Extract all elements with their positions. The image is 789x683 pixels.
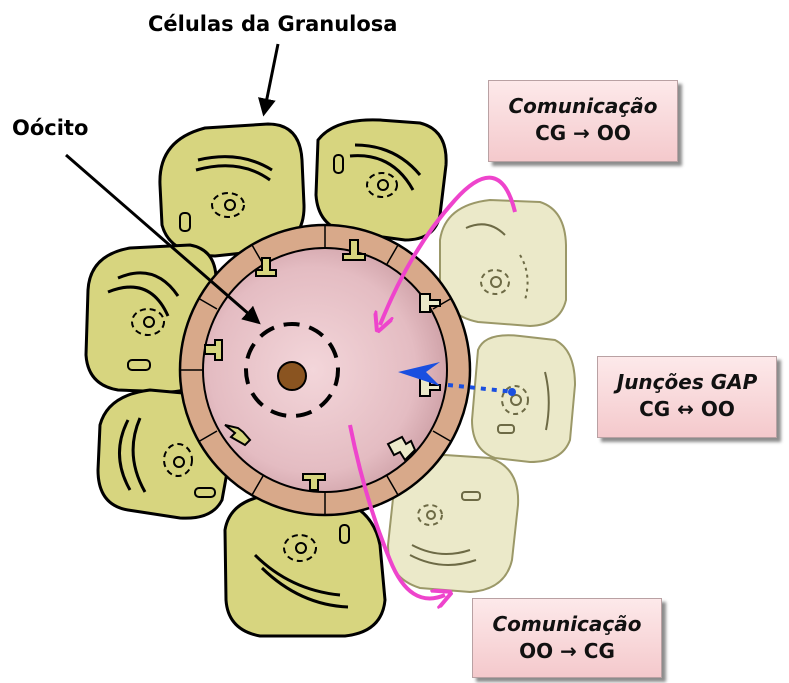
granulosa-cell-top (316, 120, 446, 240)
box-cg-to-oo: Comunicação CG → OO (488, 80, 678, 162)
box-cg-to-oo-title: Comunicação (489, 93, 677, 119)
granulosa-label: Células da Granulosa (148, 12, 397, 36)
box-oo-to-cg-text: OO → CG (473, 637, 661, 665)
box-gap-text: CG ↔ OO (598, 395, 776, 423)
granulosa-cell-bottom (225, 495, 385, 636)
oocyte-label: Oócito (12, 116, 88, 140)
granulosa-pointer-arrow (264, 44, 278, 113)
box-oo-to-cg-title: Comunicação (473, 611, 661, 637)
box-cg-to-oo-text: CG → OO (489, 119, 677, 147)
box-gap-title: Junções GAP (598, 369, 776, 395)
granulosa-cell-pale-middle (472, 335, 575, 462)
nucleolus (278, 362, 306, 390)
granulosa-cell-pale-upper (440, 200, 566, 326)
box-oo-to-cg: Comunicação OO → CG (472, 598, 662, 678)
box-gap: Junções GAP CG ↔ OO (597, 356, 777, 438)
